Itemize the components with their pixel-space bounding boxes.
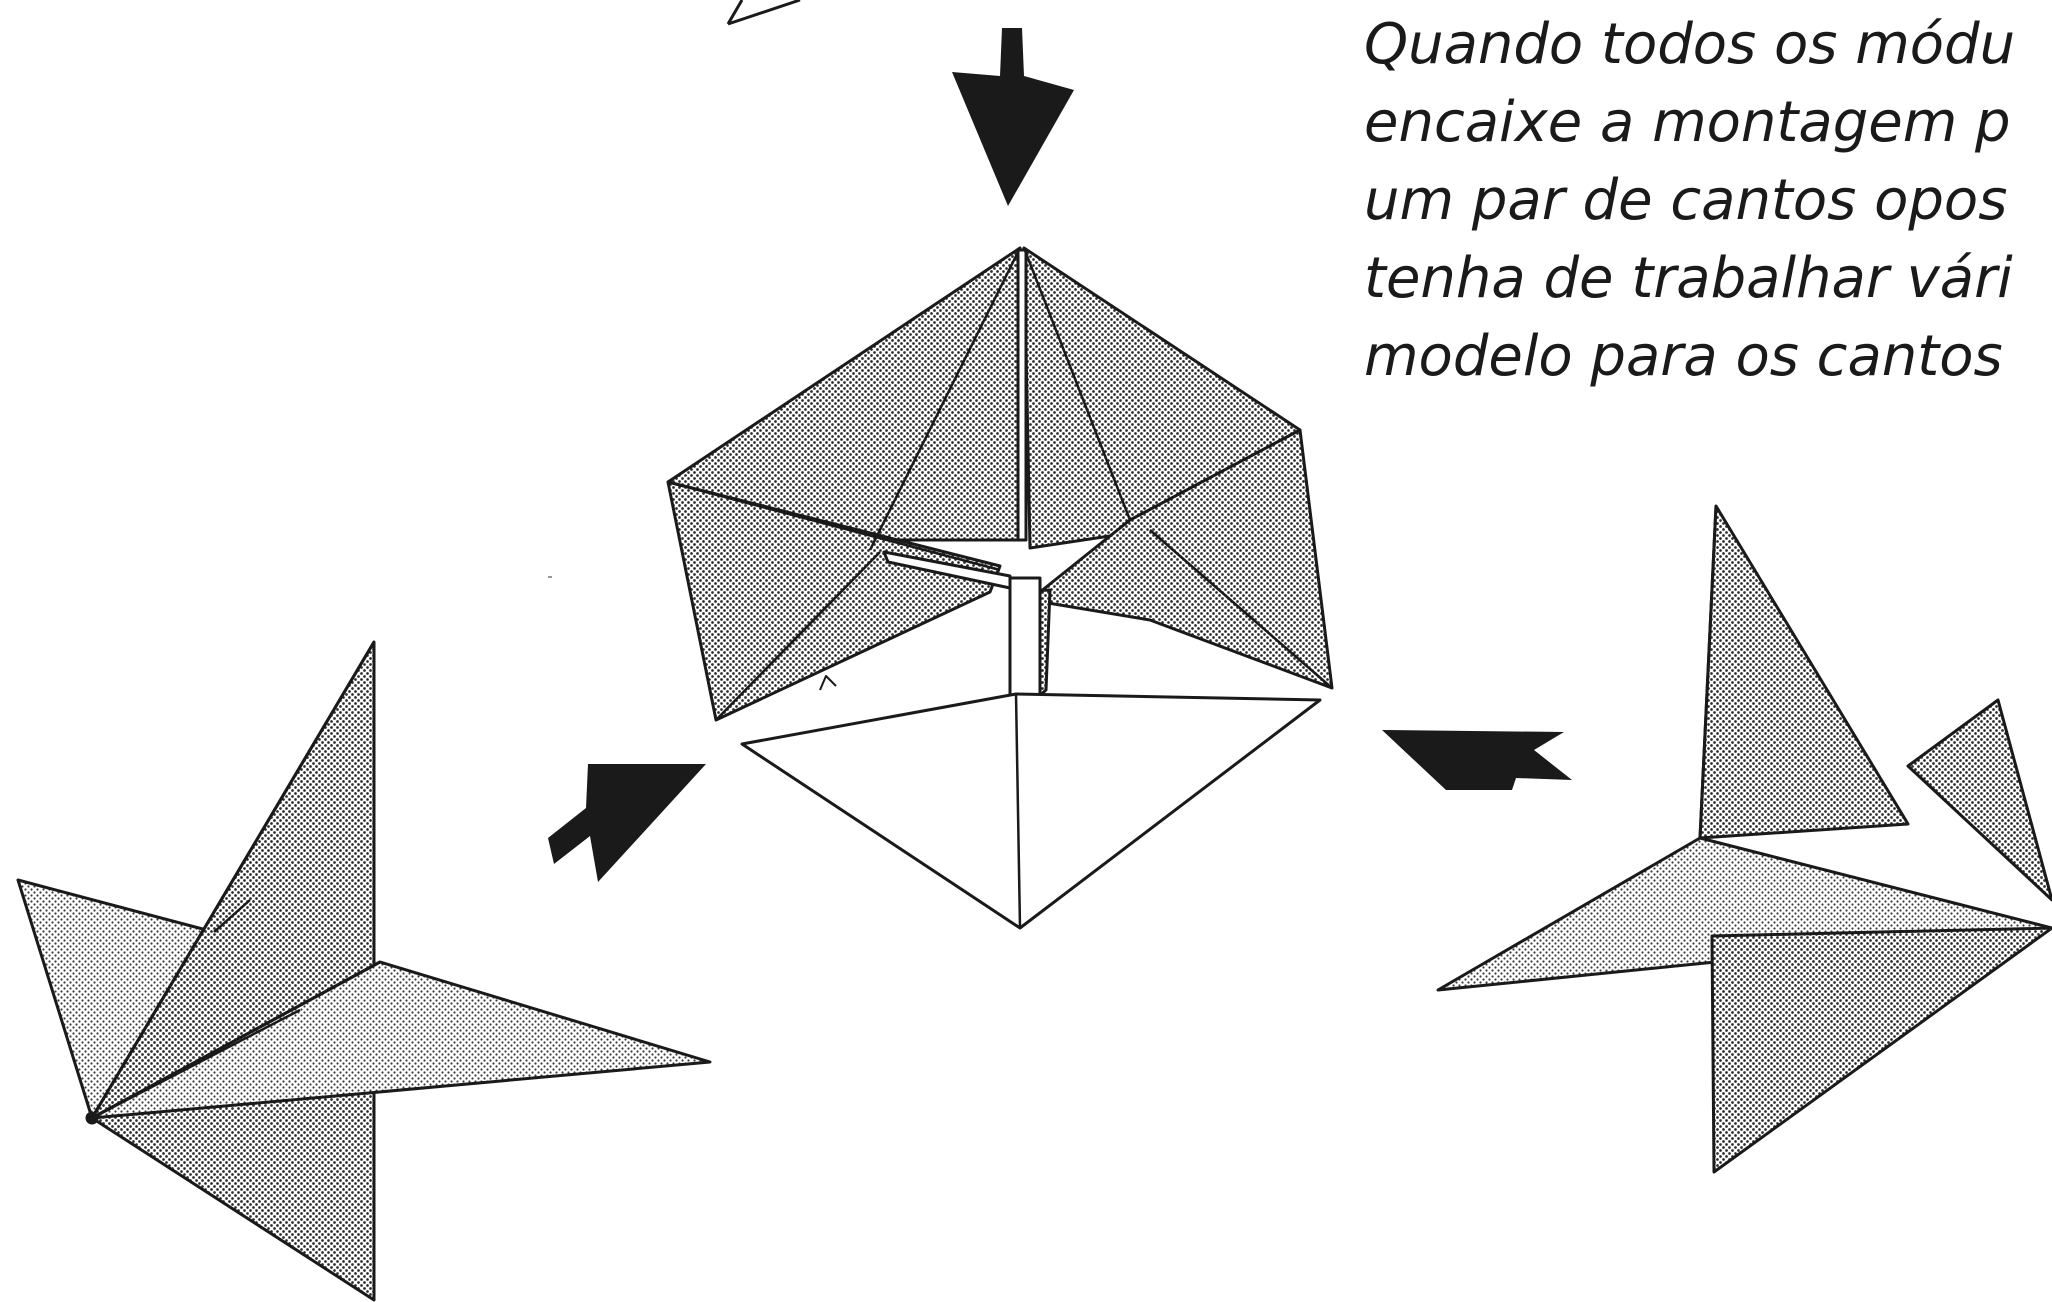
partial-arrow-top-left [728, 0, 800, 24]
central-assembly-module [668, 248, 1332, 928]
arrow-up-right-icon [548, 764, 706, 882]
arrow-down-icon [952, 28, 1074, 206]
left-module-piece [18, 642, 710, 1300]
right-module-piece [1438, 506, 2052, 1172]
arrow-up-left-icon [1382, 730, 1572, 790]
stray-mark [548, 576, 552, 578]
